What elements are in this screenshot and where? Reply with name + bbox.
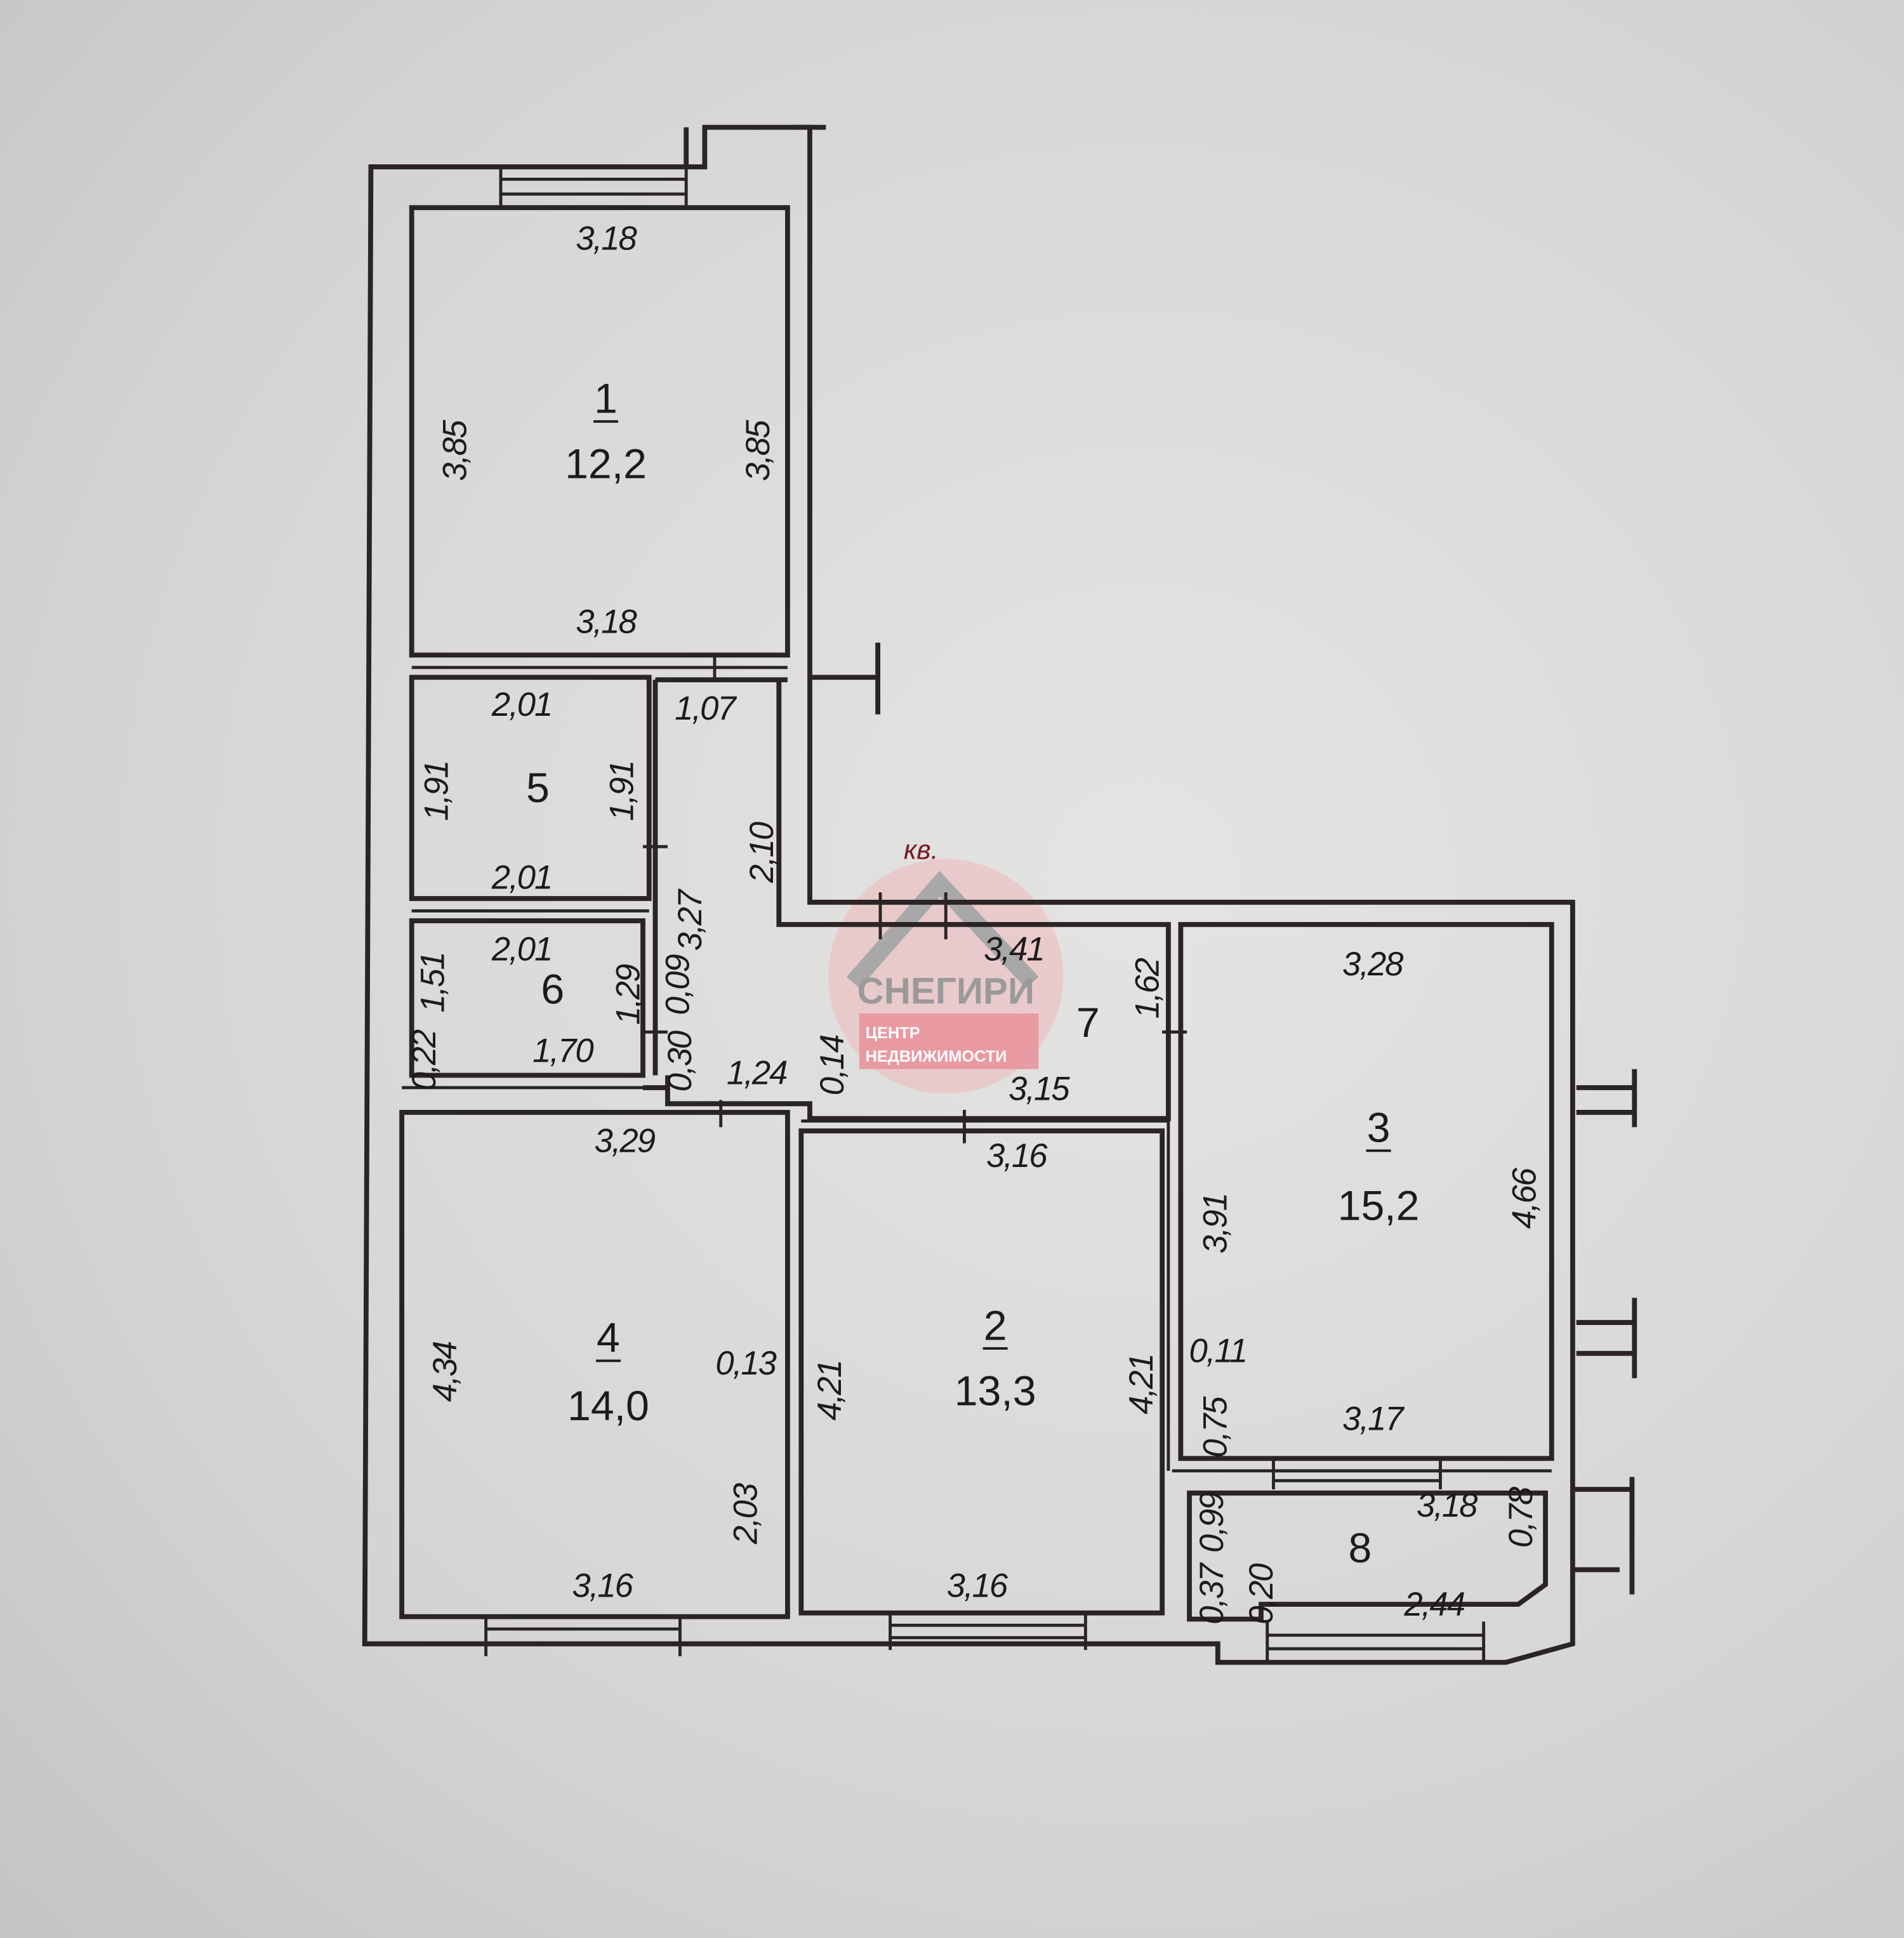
dimension-label: 2,44 [1403, 1586, 1464, 1623]
dimension-label: 1,91 [604, 761, 641, 821]
room-number: 2 [984, 1302, 1007, 1349]
watermark-line1: ЦЕНТР [866, 1024, 920, 1042]
room-number: 7 [1076, 999, 1100, 1046]
dimension-label: 0,14 [814, 1035, 851, 1095]
dimension-label: 3,17 [1342, 1401, 1405, 1438]
dimension-label: 1,51 [414, 953, 452, 1013]
dimension-label: 1,07 [675, 690, 737, 727]
dimension-label: 4,66 [1506, 1167, 1544, 1229]
room-area: 14,0 [567, 1383, 649, 1430]
room-number: 6 [541, 966, 564, 1013]
dimension-label: 2,01 [491, 859, 552, 897]
dimension-label: 0,37 [1193, 1562, 1231, 1625]
dimension-label: 3,18 [576, 220, 637, 258]
dimension-label: 1,91 [418, 761, 455, 821]
dimension-label: 0,11 [1189, 1333, 1247, 1370]
dimension-label: 1,62 [1129, 958, 1167, 1018]
dimension-label: 2,01 [491, 686, 552, 723]
room-number: 3 [1367, 1105, 1391, 1152]
walls [362, 124, 1637, 1665]
dimension-label: 0,99 [1193, 1492, 1231, 1553]
dimension-label: 1,29 [609, 964, 647, 1025]
dimension-label: 3,41 [984, 931, 1044, 968]
room-area: 13,3 [955, 1368, 1036, 1415]
dimension-label: 3,16 [572, 1567, 633, 1605]
apartment-label: кв. [904, 835, 939, 866]
room-number: 4 [597, 1315, 620, 1362]
dimension-label: 3,16 [947, 1567, 1008, 1605]
dimension-label: 1,24 [727, 1054, 787, 1091]
dimension-label: 0,20 [1243, 1564, 1280, 1625]
dimension-label: 3,18 [576, 603, 637, 640]
watermark-brand: СНЕГИРИ [857, 971, 1035, 1012]
dimension-label: 4,21 [1123, 1354, 1160, 1414]
dimension-label: 0,22 [406, 1029, 443, 1090]
dimension-label: 3,85 [739, 419, 777, 481]
dimension-label: 0,75 [1197, 1396, 1234, 1458]
dimension-label: 4,21 [811, 1361, 849, 1421]
dimension-label: 0,30 [661, 1031, 699, 1091]
watermark-logo: СНЕГИРИ ЦЕНТР НЕДВИЖИМОСТИ [828, 859, 1064, 1094]
dimension-label: 1,70 [532, 1032, 593, 1069]
dimension-label: 3,91 [1197, 1194, 1234, 1254]
dimension-label: 0,09 [659, 954, 696, 1015]
watermark-line2: НЕДВИЖИМОСТИ [866, 1048, 1007, 1065]
dimension-label: 3,29 [594, 1123, 655, 1160]
room-number: 8 [1348, 1525, 1372, 1572]
room-area: 12,2 [565, 441, 647, 488]
dimension-label: 3,28 [1342, 946, 1403, 983]
dimension-label: 3,85 [437, 419, 474, 481]
dimension-label: 3,15 [1008, 1071, 1070, 1108]
dimension-label: 4,34 [426, 1341, 464, 1402]
dimension-label: 3,16 [986, 1137, 1048, 1175]
room-number: 5 [526, 765, 550, 812]
dimension-label: 2,10 [743, 822, 781, 883]
dimension-labels: 3,18 3,85 3,85 3,18 2,01 1,07 1,91 1,91 2,10 2,01… [406, 220, 1544, 1625]
dimension-label: 3,27 [671, 888, 709, 951]
dimension-label: 3,18 [1417, 1487, 1478, 1524]
dimension-label: 0,78 [1502, 1487, 1540, 1548]
dimension-label: 2,03 [727, 1483, 764, 1545]
room-labels: 1 12,2 2 13,3 3 15,2 4 14,0 5 6 7 8 [526, 376, 1420, 1572]
room-area: 15,2 [1338, 1182, 1420, 1229]
dimension-label: 2,01 [491, 931, 552, 968]
room-number: 1 [594, 376, 618, 423]
dimension-label: 0,13 [715, 1345, 776, 1382]
